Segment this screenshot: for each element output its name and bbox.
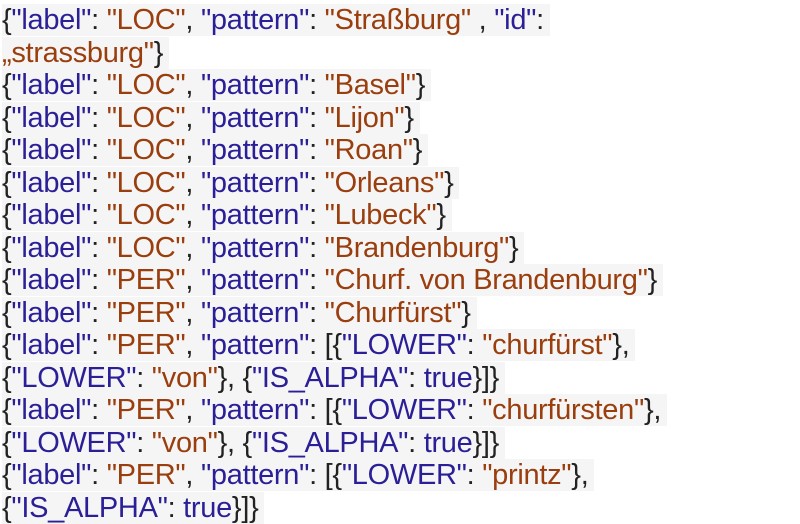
code-line-9: {"label": "PER", "pattern": "Churf. von … (2, 264, 798, 297)
code-line-text: {"label": "LOC", "pattern": "Lijon"} (2, 102, 420, 134)
code-line-text: {"IS_ALPHA": true}]} (2, 492, 264, 524)
code-line-text: {"LOWER": "von"}, {"IS_ALPHA": true}]} (2, 427, 505, 459)
code-line-1: {"label": "LOC", "pattern": "Straßburg" … (2, 4, 798, 37)
pattern-code-block: {"label": "LOC", "pattern": "Straßburg" … (2, 4, 798, 524)
code-line-14: {"LOWER": "von"}, {"IS_ALPHA": true}]} (2, 427, 798, 460)
code-line-12: {"LOWER": "von"}, {"IS_ALPHA": true}]} (2, 362, 798, 395)
code-line-text: {"label": "LOC", "pattern": "Basel"} (2, 69, 431, 101)
code-line-text: {"label": "LOC", "pattern": "Lubeck"} (2, 199, 452, 231)
code-line-11: {"label": "PER", "pattern": [{"LOWER": "… (2, 329, 798, 362)
code-line-text: {"label": "PER", "pattern": "Churfürst"} (2, 297, 477, 329)
code-line-text: {"label": "PER", "pattern": [{"LOWER": "… (2, 329, 635, 361)
code-line-text: {"label": "PER", "pattern": [{"LOWER": "… (2, 394, 667, 426)
code-line-text: {"label": "LOC", "pattern": "Straßburg" … (2, 4, 550, 36)
code-line-4: {"label": "LOC", "pattern": "Lijon"} (2, 102, 798, 135)
code-line-15: {"label": "PER", "pattern": [{"LOWER": "… (2, 459, 798, 492)
code-line-6: {"label": "LOC", "pattern": "Orleans"} (2, 167, 798, 200)
code-line-text: {"label": "LOC", "pattern": "Brandenburg… (2, 232, 524, 264)
code-line-text: {"label": "LOC", "pattern": "Orleans"} (2, 167, 459, 199)
code-line-3: {"label": "LOC", "pattern": "Basel"} (2, 69, 798, 102)
code-line-8: {"label": "LOC", "pattern": "Brandenburg… (2, 232, 798, 265)
code-line-text: „strassburg"} (2, 37, 169, 69)
code-line-2: „strassburg"} (2, 37, 798, 70)
code-line-16: {"IS_ALPHA": true}]} (2, 492, 798, 524)
code-line-text: {"label": "PER", "pattern": [{"LOWER": "… (2, 459, 594, 491)
code-line-13: {"label": "PER", "pattern": [{"LOWER": "… (2, 394, 798, 427)
code-line-5: {"label": "LOC", "pattern": "Roan"} (2, 134, 798, 167)
code-line-10: {"label": "PER", "pattern": "Churfürst"} (2, 297, 798, 330)
code-line-text: {"label": "PER", "pattern": "Churf. von … (2, 264, 663, 296)
code-line-text: {"LOWER": "von"}, {"IS_ALPHA": true}]} (2, 362, 505, 394)
code-line-text: {"label": "LOC", "pattern": "Roan"} (2, 134, 428, 166)
code-line-7: {"label": "LOC", "pattern": "Lubeck"} (2, 199, 798, 232)
